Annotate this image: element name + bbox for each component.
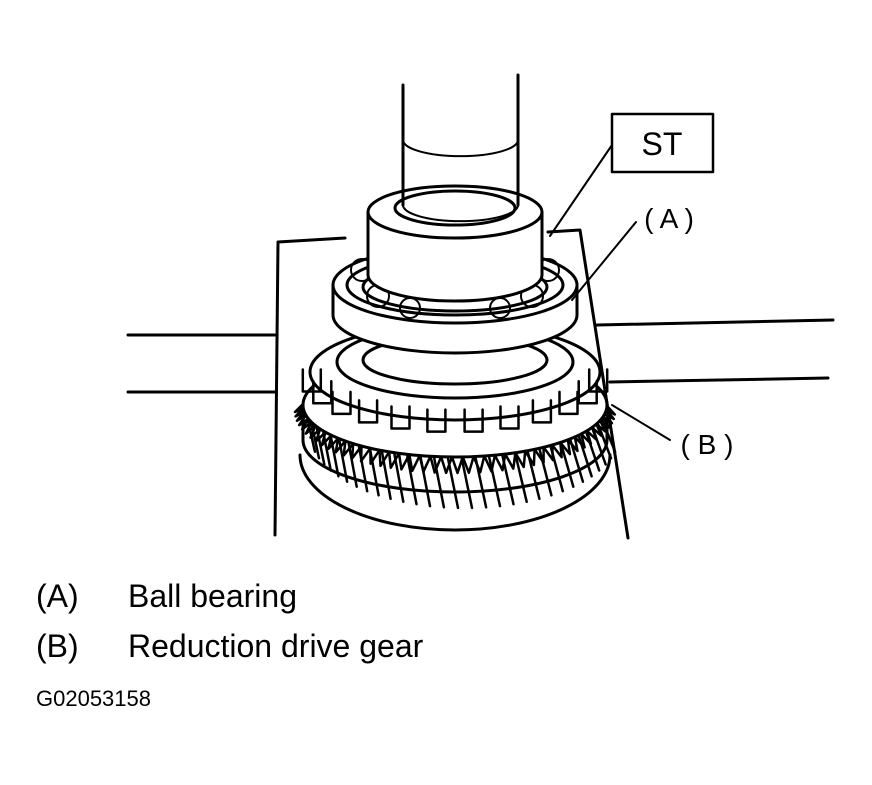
legend-item-a: (A) Ball bearing: [36, 578, 297, 614]
callout-a-label: ( A ): [644, 203, 694, 234]
callout-a: ( A ): [571, 203, 694, 301]
callout-b: ( B ): [611, 404, 734, 460]
callout-b-label: ( B ): [681, 429, 734, 460]
legend-item-b: (B) Reduction drive gear: [36, 628, 423, 664]
legend-label-b: Reduction drive gear: [128, 628, 424, 664]
st-label: ST: [642, 126, 683, 162]
figure-code: G02053158: [36, 686, 151, 711]
st-callout: ST: [549, 112, 715, 237]
gear-bearing-diagram: ST ( A ) ( B ): [126, 73, 835, 540]
legend-label-a: Ball bearing: [128, 578, 297, 614]
case-housing-outline: [126, 228, 835, 540]
special-tool: [366, 73, 544, 303]
legend-key-b: (B): [36, 628, 79, 664]
legend-key-a: (A): [36, 578, 79, 614]
